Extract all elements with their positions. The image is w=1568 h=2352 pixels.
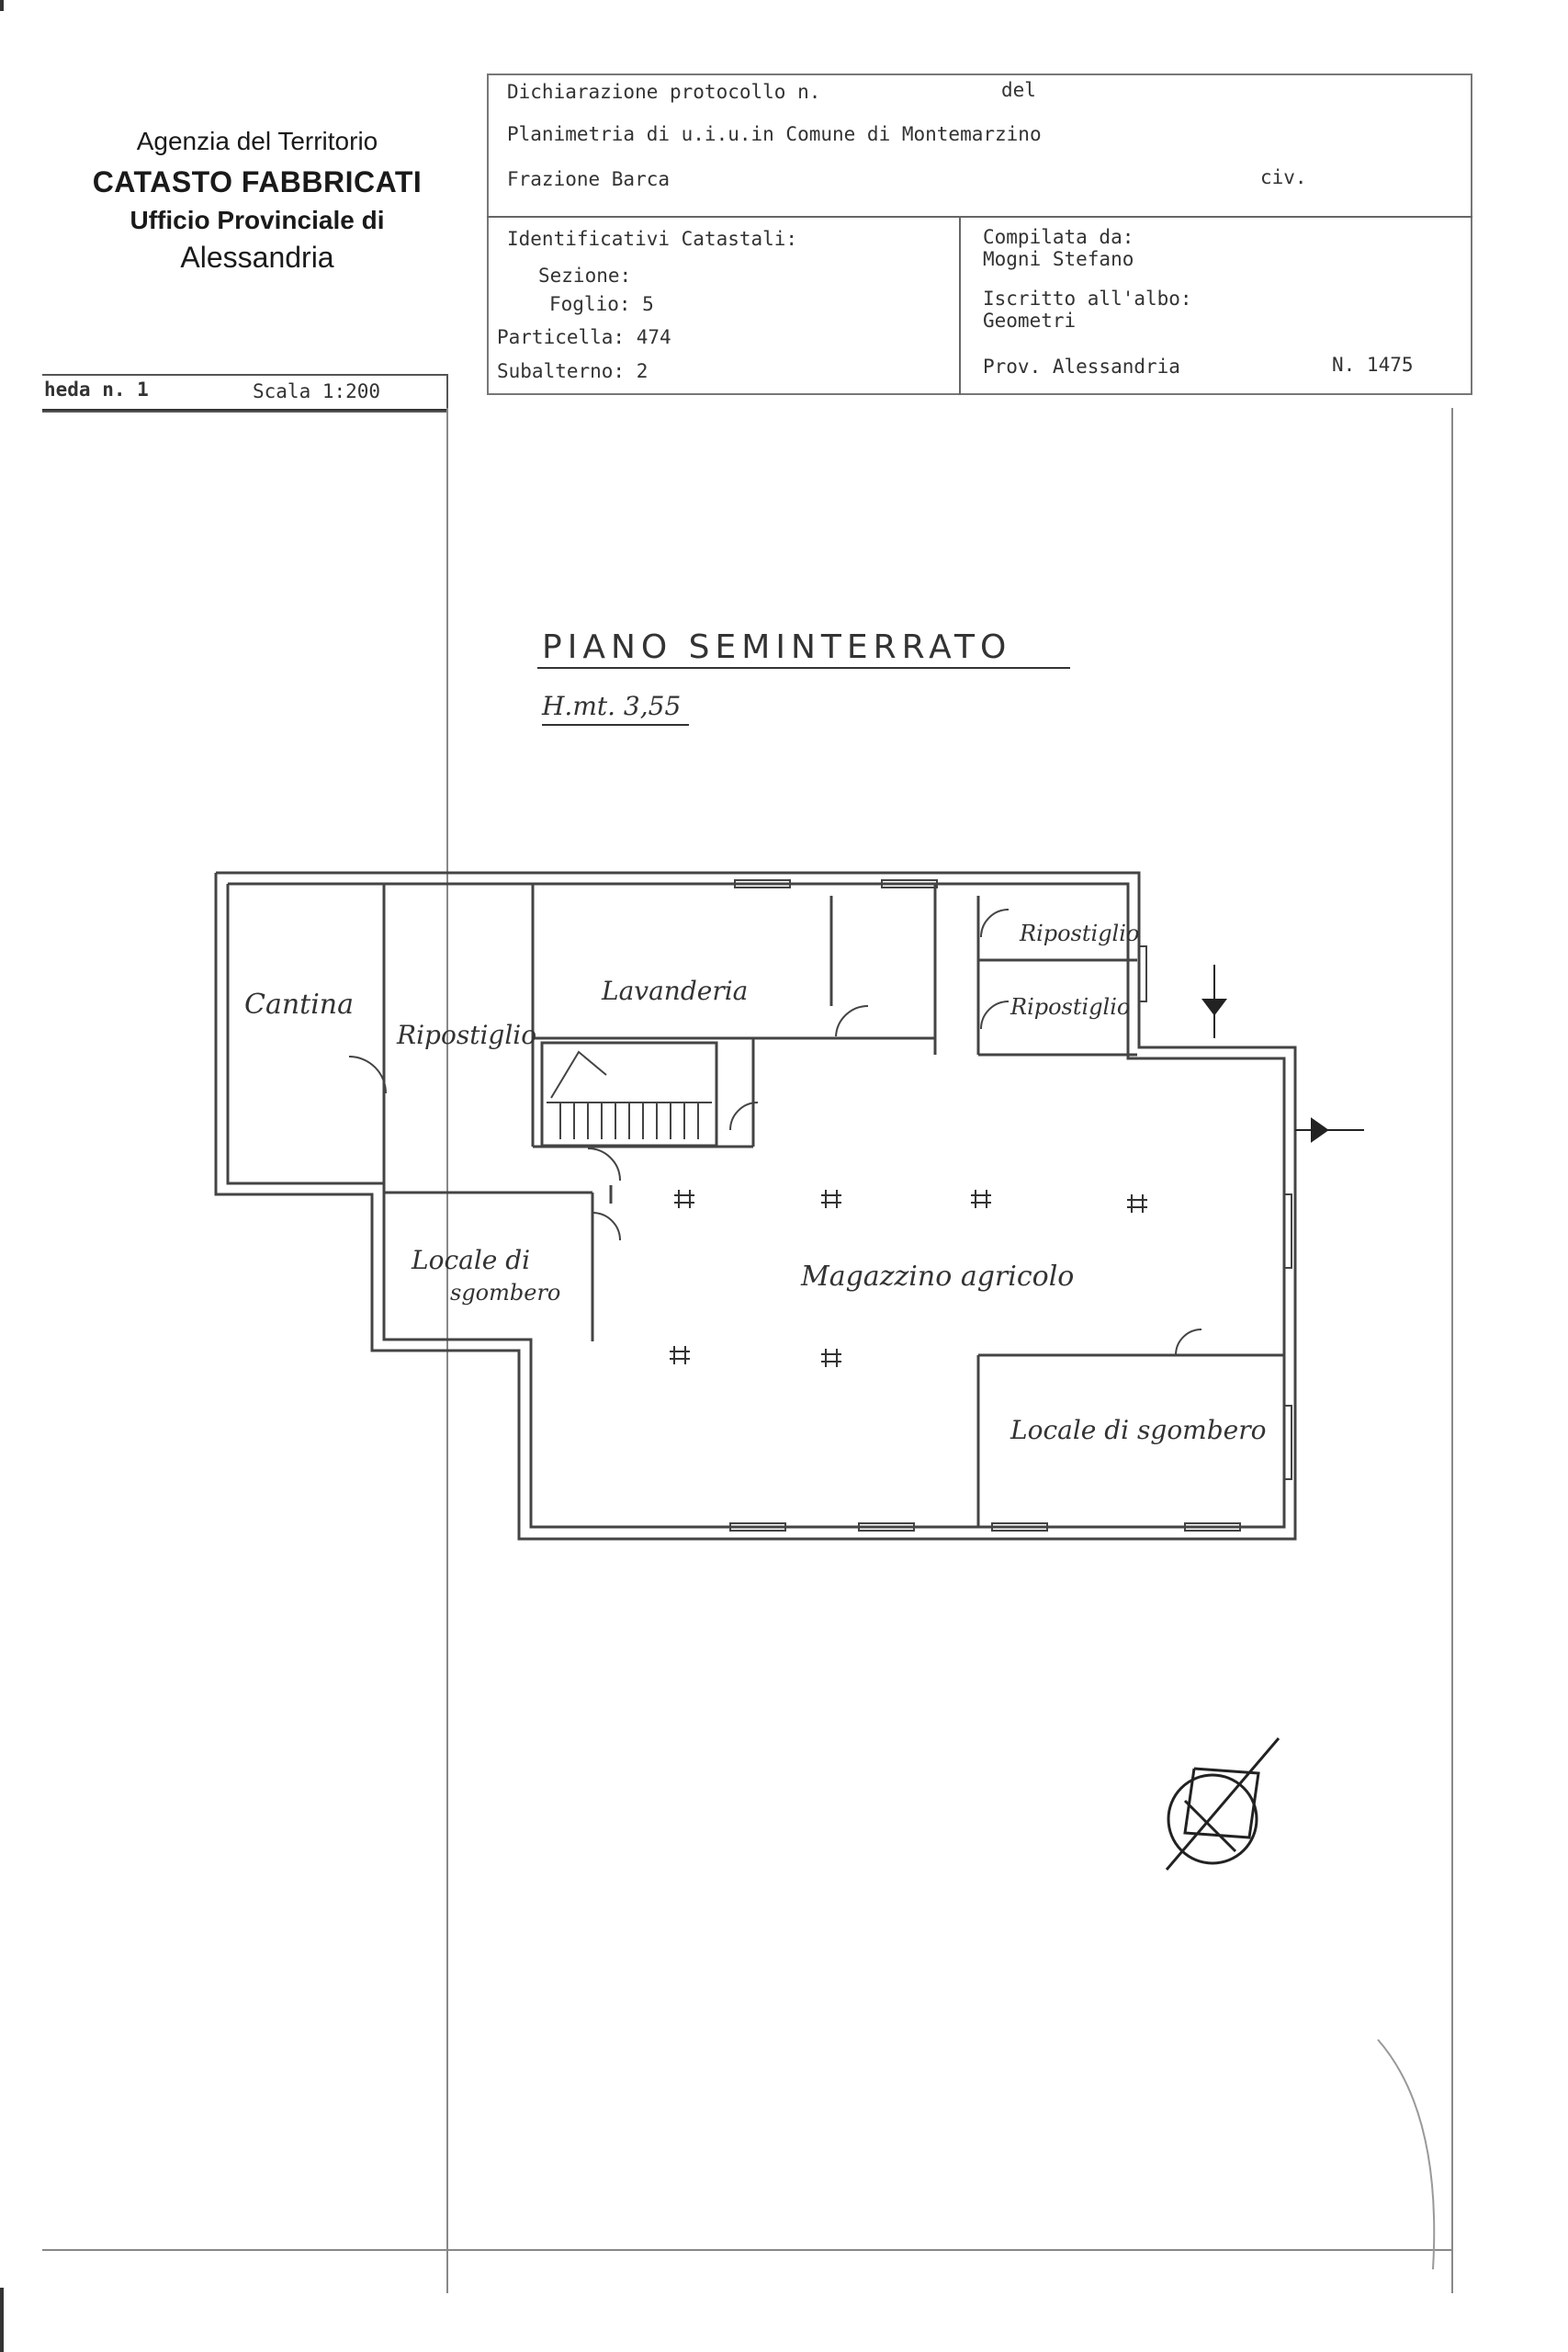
plan-title-underline: [537, 667, 1070, 669]
scheda-scale: Scala 1:200: [253, 380, 381, 402]
room-ripostiglio-3: Ripostiglio: [1010, 994, 1131, 1020]
agency-block: Agenzia del Territorio CATASTO FABBRICAT…: [37, 127, 478, 274]
room-lavanderia: Lavanderia: [602, 976, 749, 1006]
header-divider-v: [959, 216, 961, 395]
header-divider-h: [487, 216, 1472, 218]
outer-wall-inner: [226, 882, 1286, 1529]
plan-height-underline: [542, 724, 689, 726]
province-name: Alessandria: [180, 241, 334, 274]
compilatore-name: Mogni Stefano: [983, 248, 1134, 270]
north-arrow: [1165, 1737, 1280, 1871]
scheda-rule: [42, 409, 446, 411]
sezione-label: Sezione:: [538, 265, 632, 287]
numero-label: N. 1475: [1332, 354, 1414, 376]
del-label: del: [1001, 79, 1036, 101]
iscritto-label: Iscritto all'albo:: [983, 288, 1192, 310]
scheda-box: [42, 374, 448, 413]
subalterno-label: Subalterno: 2: [497, 360, 649, 382]
scheda-number: heda n. 1: [44, 379, 149, 401]
pillar: [1127, 1194, 1147, 1213]
agency-name: Agenzia del Territorio: [136, 127, 378, 155]
catasto-title: CATASTO FABBRICATI: [92, 165, 423, 198]
ufficio-label: Ufficio Provinciale di: [130, 206, 385, 234]
pillar: [971, 1190, 991, 1208]
plan-title: PIANO SEMINTERRATO: [542, 628, 1012, 666]
room-magazzino: Magazzino agricolo: [801, 1261, 1075, 1293]
drawing-frame-bottom: [42, 2249, 1451, 2251]
room-locale-sgombero-1a: Locale di: [412, 1245, 531, 1275]
prov-label: Prov. Alessandria: [983, 356, 1180, 378]
pillar: [670, 1346, 690, 1364]
frazione-label: Frazione Barca: [507, 168, 671, 190]
header-box: [487, 74, 1472, 395]
pillar: [674, 1190, 694, 1208]
edge-mark-top: [0, 0, 4, 11]
dichiarazione-label: Dichiarazione protocollo n.: [507, 81, 821, 103]
albo-value: Geometri: [983, 310, 1077, 332]
civ-label: civ.: [1260, 166, 1307, 188]
identificativi-title: Identificativi Catastali:: [507, 228, 798, 250]
room-cantina: Cantina: [244, 989, 355, 1021]
planimetria-label: Planimetria di u.i.u.in Comune di Montem…: [507, 123, 1042, 145]
plan-height: H.mt. 3,55: [542, 691, 682, 721]
edge-mark-bottom: [0, 2288, 4, 2352]
particella-label: Particella: 474: [497, 326, 671, 348]
compilata-label: Compilata da:: [983, 226, 1134, 248]
foglio-label: Foglio: 5: [549, 293, 654, 315]
room-locale-sgombero-1b: sgombero: [450, 1280, 561, 1306]
room-locale-sgombero-2: Locale di sgombero: [1010, 1415, 1267, 1445]
pillar: [821, 1190, 841, 1208]
room-ripostiglio-2: Ripostiglio: [1020, 921, 1140, 946]
pillar: [821, 1349, 841, 1367]
room-ripostiglio-1: Ripostiglio: [397, 1020, 537, 1050]
